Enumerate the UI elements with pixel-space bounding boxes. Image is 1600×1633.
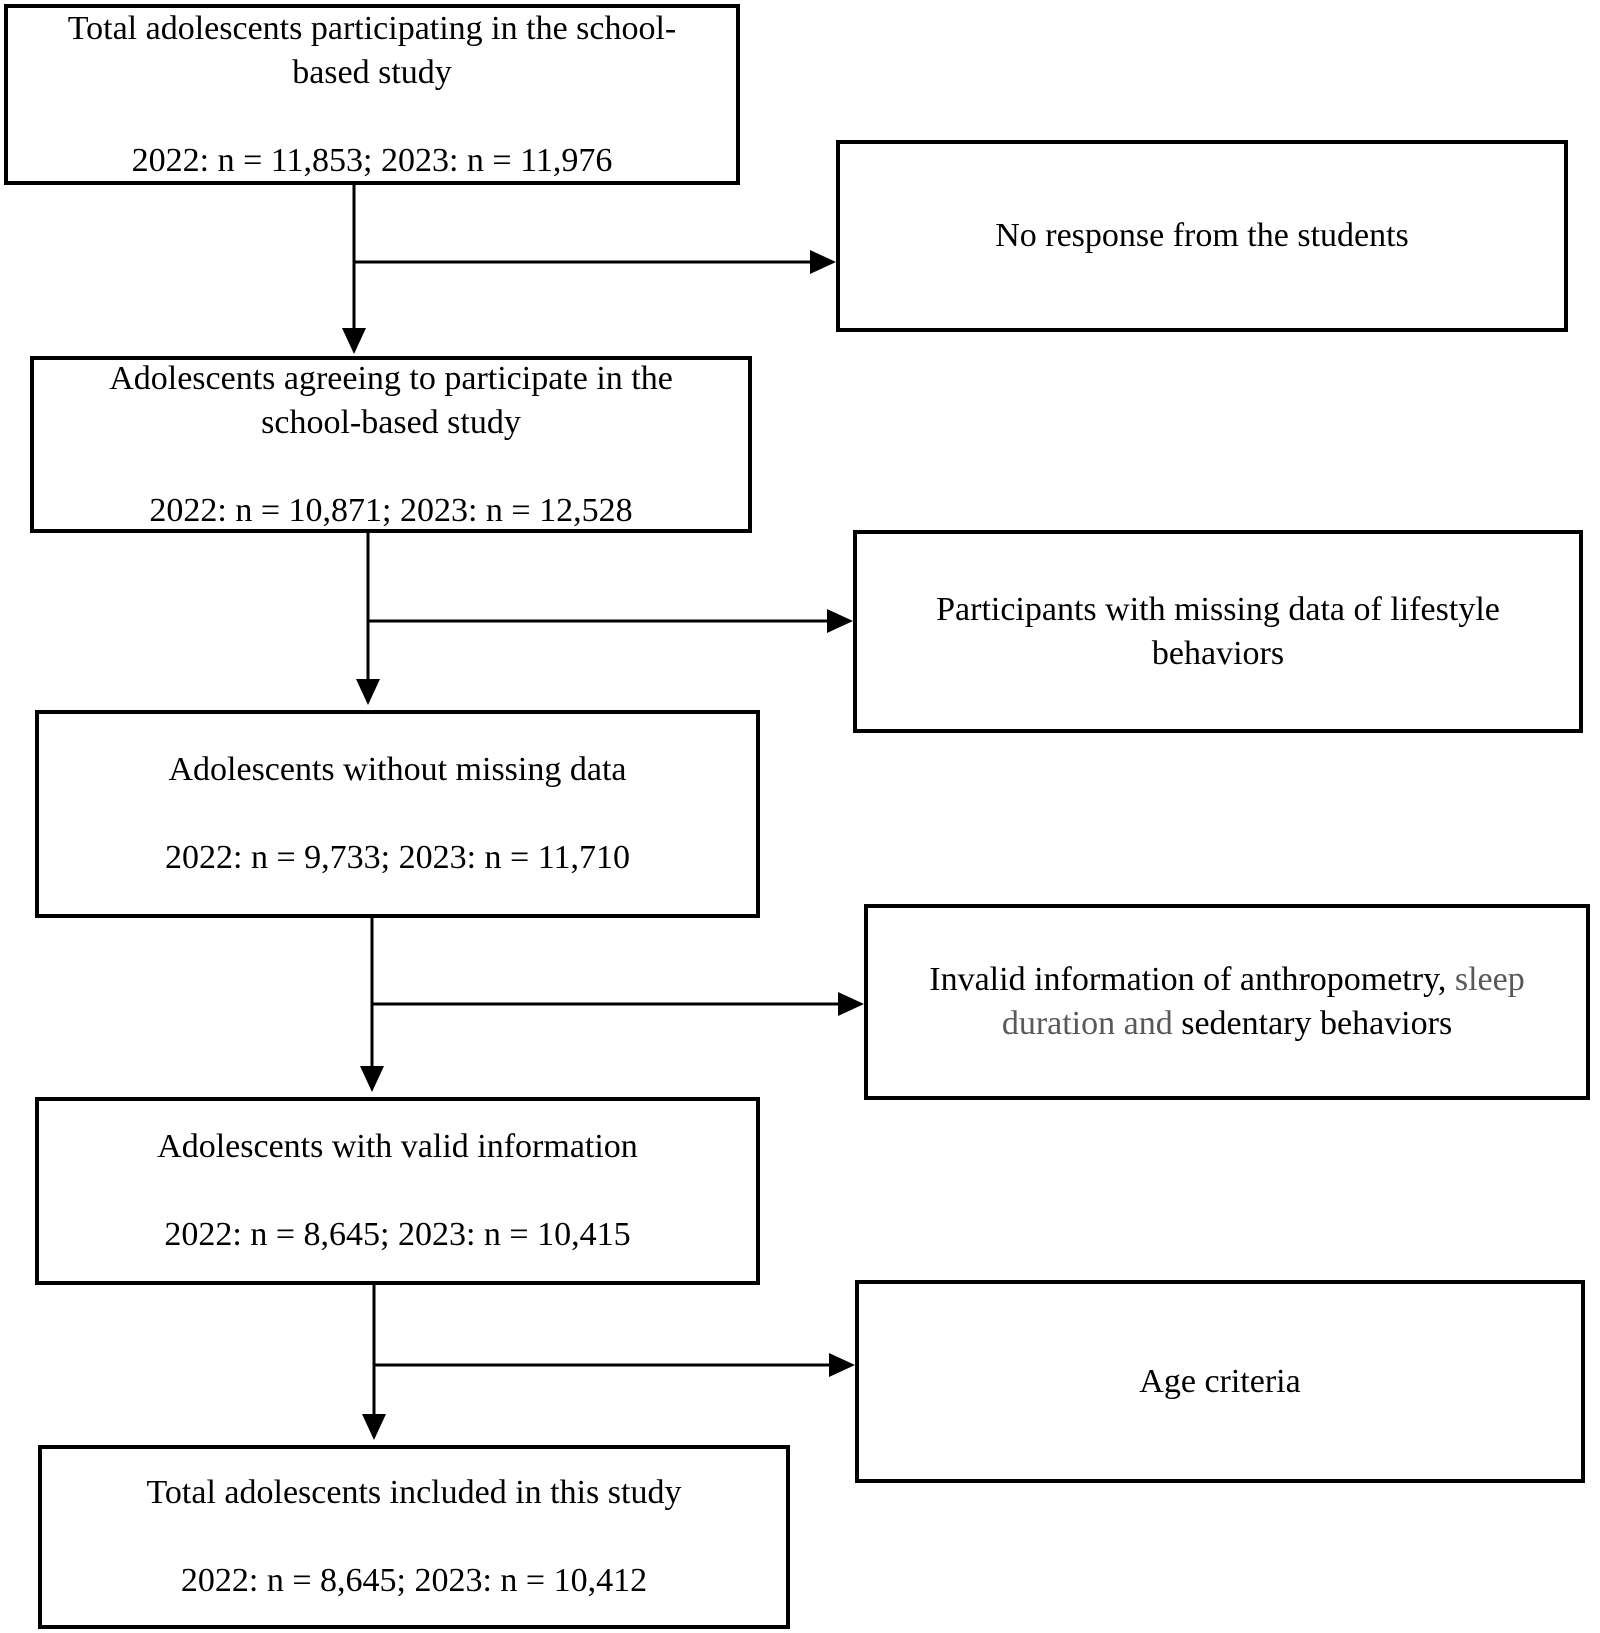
connector-1-down-arrow <box>342 185 366 354</box>
box-stats: 2022: n = 8,645; 2023: n = 10,412 <box>180 1562 648 1599</box>
box-agreeing-to-participate: Adolescents agreeing to participate in t… <box>30 356 752 533</box>
box-total-included: Total adolescents included in this study… <box>38 1445 790 1629</box>
box-title: Total adolescents participating in the s… <box>68 7 677 95</box>
box-title-line: Adolescents with valid information <box>157 1128 638 1165</box>
box-invalid-information: Invalid information of anthropometry, sl… <box>864 904 1590 1100</box>
box-title: Age criteria <box>1139 1360 1300 1404</box>
box-title-line: Age criteria <box>1139 1362 1301 1400</box>
box-title-line: Participants with missing data of lifest… <box>936 590 1500 628</box>
box-title-line: school-based study <box>261 403 521 441</box>
box-title-line: No response from the students <box>995 217 1409 254</box>
box-title-line: duration and sedentary behaviors <box>1002 1002 1452 1046</box>
box-title: Participants with missing data of lifest… <box>936 588 1500 676</box>
box-stats: 2022: n = 10,871; 2023: n = 12,528 <box>149 491 633 529</box>
box-title-line: based study <box>292 53 452 91</box>
connector-3-down-arrow <box>360 918 384 1092</box>
box-age-criteria: Age criteria <box>855 1280 1585 1483</box>
box-valid-information: Adolescents with valid information 2022:… <box>35 1097 760 1285</box>
box-title: Adolescents agreeing to participate in t… <box>109 357 673 445</box>
box-title-line: Invalid information of anthropometry, sl… <box>929 958 1524 1002</box>
box-title: Adolescents with valid information <box>157 1125 638 1169</box>
box-title-line: Total adolescents participating in the s… <box>67 9 677 47</box>
box-stats: 2022: n = 8,645; 2023: n = 10,415 <box>164 1216 631 1253</box>
connector-3-right-arrow <box>372 992 864 1016</box>
box-title-line: Total adolescents included in this study <box>146 1474 682 1511</box>
box-title: Invalid information of anthropometry, sl… <box>929 958 1524 1046</box>
connector-2-down-arrow <box>356 533 380 705</box>
connector-4-down-arrow <box>362 1285 386 1440</box>
connector-1-right-arrow <box>354 250 836 274</box>
invalid-info-muted-text: duration and <box>1001 1005 1182 1042</box>
box-title-line: Adolescents without missing data <box>168 751 627 788</box>
box-without-missing-data: Adolescents without missing data 2022: n… <box>35 710 760 918</box>
invalid-info-text: Invalid information of anthropometry, <box>929 961 1455 998</box>
box-stats: 2022: n = 9,733; 2023: n = 11,710 <box>165 839 630 876</box>
invalid-info-muted-text: sleep <box>1454 961 1525 998</box>
box-missing-lifestyle-data: Participants with missing data of lifest… <box>853 530 1583 733</box>
box-title: Total adolescents included in this study <box>147 1471 682 1515</box>
box-title: No response from the students <box>995 214 1409 258</box>
box-stats: 2022: n = 11,853; 2023: n = 11,976 <box>131 141 613 179</box>
connector-2-right-arrow <box>368 609 853 633</box>
box-title: Adolescents without missing data <box>168 748 626 792</box>
connector-4-right-arrow <box>374 1353 855 1377</box>
box-title-line: behaviors <box>1151 634 1285 672</box>
box-total-participating: Total adolescents participating in the s… <box>4 4 740 185</box>
box-title-line: Adolescents agreeing to participate in t… <box>109 359 673 397</box>
invalid-info-text: sedentary behaviors <box>1181 1005 1453 1042</box>
box-no-response: No response from the students <box>836 140 1568 332</box>
